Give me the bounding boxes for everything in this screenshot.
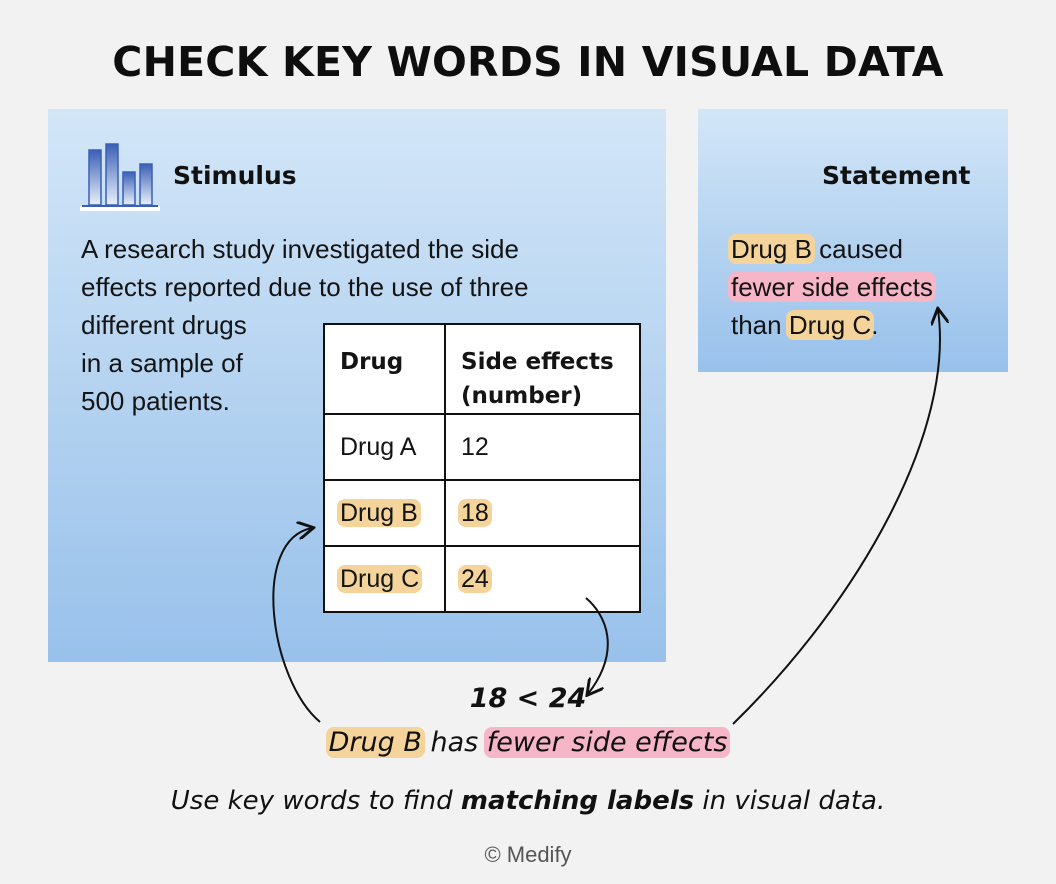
drug-table: Drug Side effects (number) Drug A 12 Dru…	[323, 323, 641, 613]
statement-fewer-side-effects: fewer side effects	[728, 272, 936, 302]
table-cell-drug: Drug A	[323, 413, 446, 481]
stimulus-line: effects reported due to the use of three	[81, 272, 529, 302]
tagline: Use key words to find matching labels in…	[0, 786, 1056, 816]
tagline-bold: matching labels	[460, 786, 695, 816]
conclusion-drug-b: Drug B	[325, 727, 425, 758]
statement-than: than	[731, 310, 782, 340]
drug-label: Drug A	[340, 432, 417, 461]
statement-drug-c: Drug C	[785, 310, 875, 340]
comparison-annotation: 18 < 24	[469, 683, 587, 714]
conclusion-annotation: Drug B has fewer side effects	[0, 727, 1056, 758]
arrow-to-comparison	[586, 597, 609, 694]
table-cell-value: 12	[444, 413, 641, 481]
conclusion-fewer-side-effects: fewer side effects	[483, 727, 731, 758]
stimulus-line: 500 patients.	[81, 386, 230, 416]
conclusion-has: has	[430, 727, 479, 758]
drug-label-highlighted: Drug C	[337, 564, 423, 593]
header-line: (number)	[461, 383, 583, 409]
statement-line: Drug B caused	[728, 230, 1001, 268]
statement-heading: Statement	[822, 161, 971, 190]
table-cell-drug: Drug C	[323, 545, 446, 613]
table-row: Drug C 24	[323, 545, 641, 613]
statement-text: Drug B caused fewer side effects than Dr…	[728, 230, 1001, 344]
table-header-row: Drug Side effects (number)	[323, 323, 641, 415]
side-effect-value-highlighted: 24	[458, 564, 492, 593]
table-cell-value: 24	[444, 545, 641, 613]
stimulus-line: in a sample of	[81, 348, 243, 378]
stimulus-heading: Stimulus	[173, 161, 297, 190]
statement-drug-b: Drug B	[728, 234, 815, 264]
table-header-side-effects: Side effects (number)	[444, 323, 641, 415]
tagline-before: Use key words to find	[170, 786, 453, 816]
stimulus-line: different drugs	[81, 310, 247, 340]
copyright: © Medify	[484, 842, 572, 867]
statement-caused: caused	[819, 234, 903, 264]
bar-chart-icon	[80, 143, 160, 211]
table-header-drug: Drug	[323, 323, 446, 415]
table-cell-value: 18	[444, 479, 641, 547]
statement-period: .	[871, 310, 879, 340]
statement-line: than Drug C.	[731, 306, 1001, 344]
page-title: CHECK KEY WORDS IN VISUAL DATA	[112, 38, 944, 86]
drug-label-highlighted: Drug B	[337, 498, 421, 527]
table-cell-drug: Drug B	[323, 479, 446, 547]
table-row: Drug B 18	[323, 479, 641, 547]
tagline-after: in visual data.	[702, 786, 886, 816]
arrow-to-drug-b-row	[272, 528, 321, 723]
arrow-to-statement	[732, 310, 940, 725]
table-row: Drug A 12	[323, 413, 641, 481]
stimulus-line: A research study investigated the side	[81, 234, 519, 264]
header-line: Side effects	[461, 349, 614, 375]
stimulus-text: A research study investigated the side e…	[81, 230, 641, 420]
statement-line: fewer side effects	[728, 268, 1001, 306]
side-effect-value-highlighted: 18	[458, 498, 492, 527]
side-effect-value: 12	[461, 432, 489, 461]
